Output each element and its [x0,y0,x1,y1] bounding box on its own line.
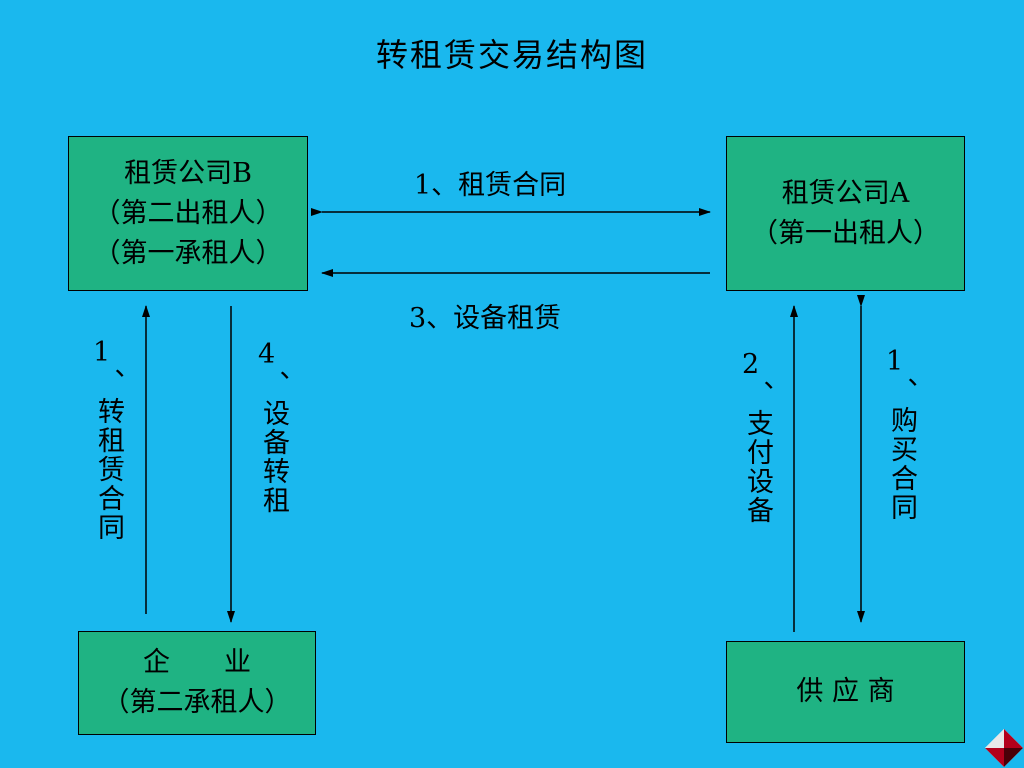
equipment-lease-label: 3、设备租赁 [409,303,562,334]
diagram-title: 转租赁交易结构图 [375,36,648,74]
lease-contract-label: 1、租赁合同 [414,170,567,201]
purchase-contract-label: 1 、购买合同 [886,346,917,523]
diamond-logo-icon [985,729,1023,767]
equipment-sublease-text: 、设备转租 [258,370,289,515]
company-b-name: 租赁公司B [124,157,252,189]
company-a-box: 租赁公司A （第一出租人） [726,136,965,291]
sublease-contract-label: 1 、转租赁合同 [93,337,124,543]
company-b-role-2: （第一承租人） [93,237,283,269]
company-a-role: （第一出租人） [751,217,940,249]
supplier-box: 供 应 商 [726,641,965,743]
enterprise-role: （第二承租人） [102,687,292,718]
company-b-box: 租赁公司B （第二出租人） （第一承租人） [68,136,308,291]
pay-equipment-label: 2 、支付设备 [742,349,773,526]
sublease-contract-text: 、转租赁合同 [93,368,124,542]
company-b-role-1: （第二出租人） [93,197,283,229]
company-a-name: 租赁公司A [781,177,910,209]
purchase-contract-text: 、购买合同 [886,377,917,522]
purchase-contract-num: 1 [886,346,904,377]
equipment-sublease-num: 4 [258,339,276,370]
equipment-sublease-label: 4 、设备转租 [258,339,289,516]
enterprise-name: 企 业 [143,647,251,678]
supplier-name: 供 应 商 [796,676,895,707]
pay-equipment-num: 2 [742,349,760,380]
pay-equipment-text: 、支付设备 [742,380,773,525]
sublease-contract-num: 1 [93,337,111,368]
enterprise-box: 企 业 （第二承租人） [78,631,316,735]
